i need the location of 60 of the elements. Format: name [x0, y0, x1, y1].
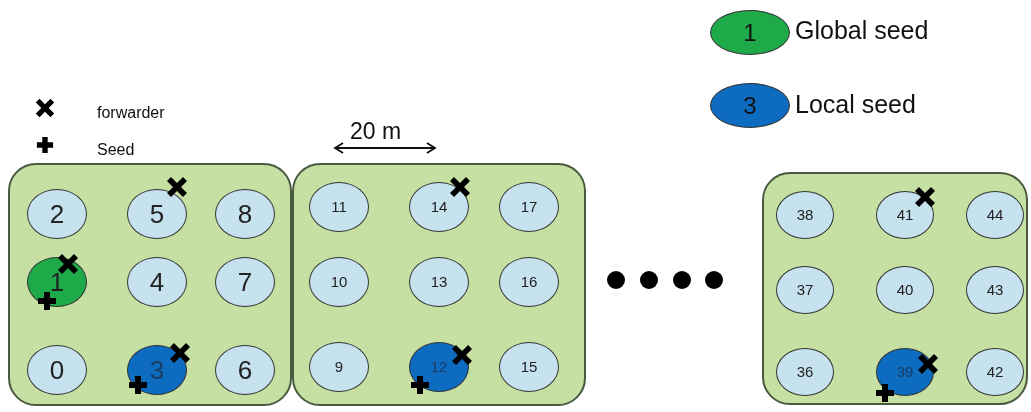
tree-ellipse	[127, 257, 187, 307]
legend-label: forwarder	[97, 103, 165, 123]
tree-number: 36	[796, 361, 814, 382]
tree-ellipse	[499, 182, 559, 232]
tree-ellipse	[776, 348, 834, 396]
tree-ellipse	[215, 189, 275, 239]
tree-ellipse	[966, 348, 1024, 396]
tree-ellipse	[215, 257, 275, 307]
tree-number: 44	[986, 204, 1004, 225]
tree-number: 41	[896, 204, 914, 225]
tree-ellipse	[876, 266, 934, 314]
tree-number: 0	[49, 353, 65, 387]
tree-number: 8	[237, 197, 253, 231]
tree-number: 14	[430, 196, 448, 217]
tree-ellipse	[499, 342, 559, 392]
tree-number: 4	[149, 265, 165, 299]
tree-ellipse	[309, 342, 369, 392]
tree-ellipse	[409, 182, 469, 232]
dimension-label: 20 m	[350, 117, 402, 146]
tree-ellipse	[966, 191, 1024, 239]
tree-ellipse	[27, 189, 87, 239]
plot-area	[762, 172, 1028, 405]
tree-number: 42	[986, 361, 1004, 382]
tree-number: 10	[330, 271, 348, 292]
tree-number: 13	[430, 271, 448, 292]
tree-ellipse	[309, 182, 369, 232]
tree-number: 39	[896, 361, 914, 382]
tree-number: 5	[149, 197, 165, 231]
tree-number: 7	[237, 265, 253, 299]
tree-number: 3	[149, 353, 165, 387]
plot-area	[8, 163, 292, 406]
tree-number: 9	[334, 356, 344, 377]
tree-number: 6	[237, 353, 253, 387]
tree-ellipse	[499, 257, 559, 307]
tree-number: 43	[986, 279, 1004, 300]
legend-number: 1	[743, 17, 757, 48]
tree-number: 2	[49, 197, 65, 231]
legend-label: Global seed	[795, 15, 929, 46]
tree-ellipse	[776, 191, 834, 239]
tree-number: 11	[331, 196, 347, 217]
legend-label: Seed	[97, 140, 135, 160]
tree-ellipse	[966, 266, 1024, 314]
legend-number: 3	[743, 90, 757, 121]
tree-number: 17	[520, 196, 538, 217]
tree-ellipse	[876, 191, 934, 239]
tree-number: 1	[49, 265, 65, 299]
tree-ellipse	[27, 345, 87, 395]
tree-number: 38	[796, 204, 814, 225]
tree-number: 37	[796, 279, 814, 300]
tree-number: 12	[430, 356, 448, 377]
tree-number: 40	[896, 279, 914, 300]
legend-label: Local seed	[795, 89, 916, 120]
plot-area	[292, 163, 586, 406]
tree-ellipse	[409, 257, 469, 307]
tree-ellipse	[127, 189, 187, 239]
tree-number: 16	[520, 271, 538, 292]
tree-ellipse	[215, 345, 275, 395]
tree-ellipse	[776, 266, 834, 314]
tree-ellipse	[309, 257, 369, 307]
tree-number: 15	[520, 356, 538, 377]
